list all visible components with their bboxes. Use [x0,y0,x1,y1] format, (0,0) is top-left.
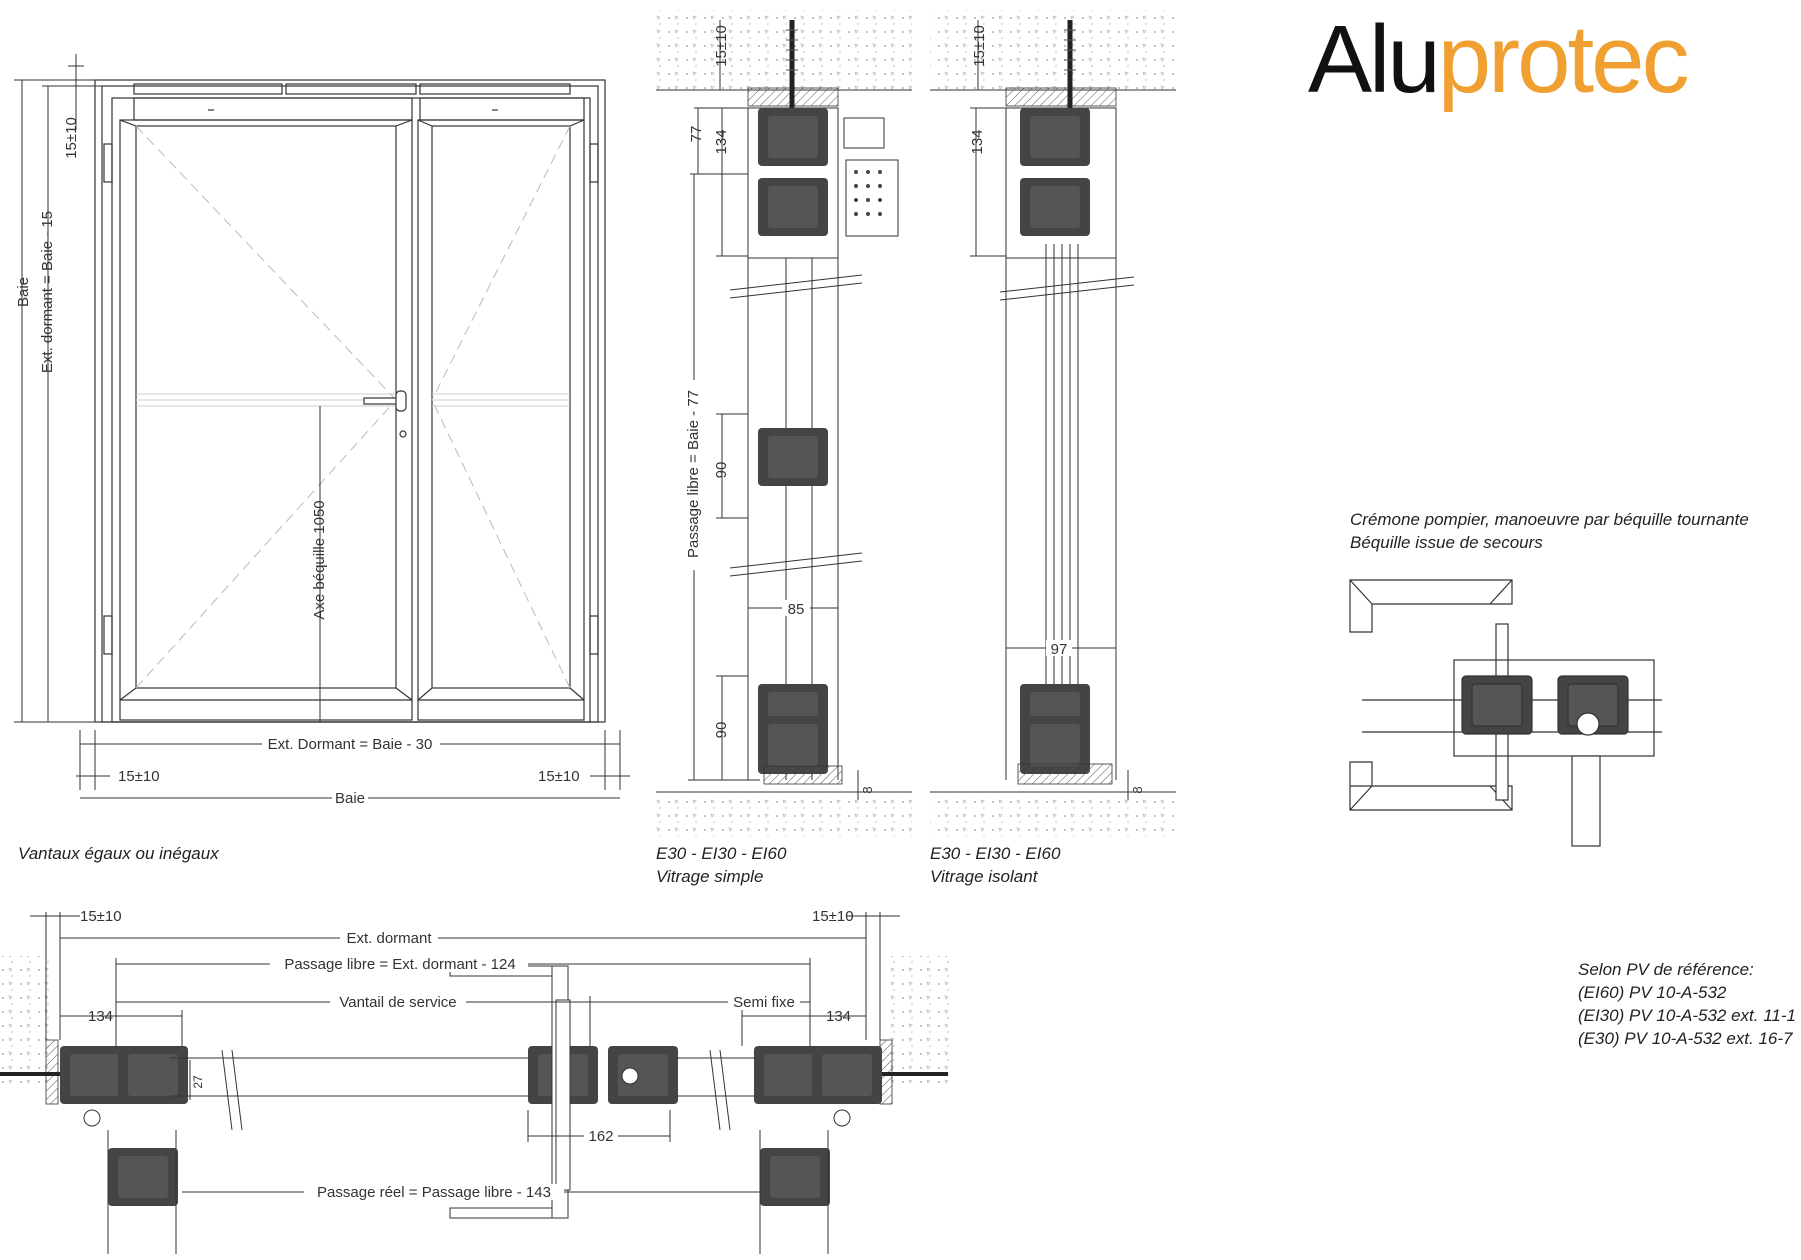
reference-line1: Selon PV de référence: [1578,960,1754,979]
cremone-detail [1349,579,1662,847]
elevation-dimensions [14,54,630,799]
dim-isolant-97: 97 [1051,641,1068,658]
dim-baie-horizontal: Baie [335,790,365,807]
dim-axe-bequille: Axe béquille 1050 [311,500,328,619]
door-elevation [94,79,606,723]
dim-plan-left-offset: 15±10 [80,908,122,925]
dim-simple-90-mid: 90 [713,462,730,479]
dim-plan-passage-libre: Passage libre = Ext. dormant - 124 [284,956,515,973]
dim-simple-top: 15±10 [713,25,730,67]
dim-left-offset: 15±10 [118,768,160,785]
dim-simple-85: 85 [788,601,805,618]
logo-part-protec: protec [1437,6,1690,113]
dim-plan-134-left: 134 [88,1008,113,1025]
caption-simple-title: E30 - EI30 - EI60 [656,844,787,863]
dim-plan-27: 27 [191,1075,205,1089]
dim-simple-134: 134 [713,129,730,154]
section-vitrage-isolant [930,10,1176,836]
dim-plan-semi-fixe: Semi fixe [733,994,795,1011]
aluprotec-logo: Aluprotec [1308,12,1690,108]
caption-isolant-subtitle: Vitrage isolant [930,867,1038,886]
dim-isolant-134: 134 [969,129,986,154]
reference-line3: (EI30) PV 10-A-532 ext. 11-1 [1578,1006,1796,1025]
active-leaf [119,119,413,721]
inner-frame [111,97,591,723]
dim-plan-right-offset: 15±10 [812,908,854,925]
caption-cremone-line1: Crémone pompier, manoeuvre par béquille … [1350,510,1749,529]
dim-simple-8: 8 [860,786,875,793]
dim-plan-vantail-service: Vantail de service [339,994,456,1011]
dim-top-offset: 15±10 [63,117,80,159]
logo-part-alu: Alu [1308,6,1441,113]
dim-isolant-top: 15±10 [971,25,988,67]
dim-plan-passage-reel: Passage réel = Passage libre - 143 [317,1184,551,1201]
dim-plan-134-right: 134 [826,1008,851,1025]
caption-cremone-line2: Béquille issue de secours [1350,533,1543,552]
semi-fixed-leaf [417,119,585,721]
dim-right-offset: 15±10 [538,768,580,785]
dim-simple-passage: Passage libre = Baie - 77 [685,390,702,558]
caption-elevation: Vantaux égaux ou inégaux [18,844,219,863]
dim-ext-dormant-vertical: Ext. dormant = Baie - 15 [39,211,56,373]
dim-simple-77: 77 [688,126,705,143]
section-vitrage-simple [656,10,912,836]
reference-line2: (EI60) PV 10-A-532 [1578,983,1727,1002]
dim-ext-dormant-horizontal: Ext. Dormant = Baie - 30 [268,736,433,753]
reference-line4: (E30) PV 10-A-532 ext. 16-7 [1578,1029,1793,1048]
dim-baie-vertical: Baie [15,277,32,307]
caption-isolant-title: E30 - EI30 - EI60 [930,844,1061,863]
caption-simple-subtitle: Vitrage simple [656,867,764,886]
dim-plan-162: 162 [588,1128,613,1145]
dim-plan-ext-dormant: Ext. dormant [346,930,432,947]
plan-section [0,956,952,1254]
dim-simple-90-bottom: 90 [713,722,730,739]
outer-frame [94,79,606,723]
dim-isolant-8: 8 [1130,786,1145,793]
